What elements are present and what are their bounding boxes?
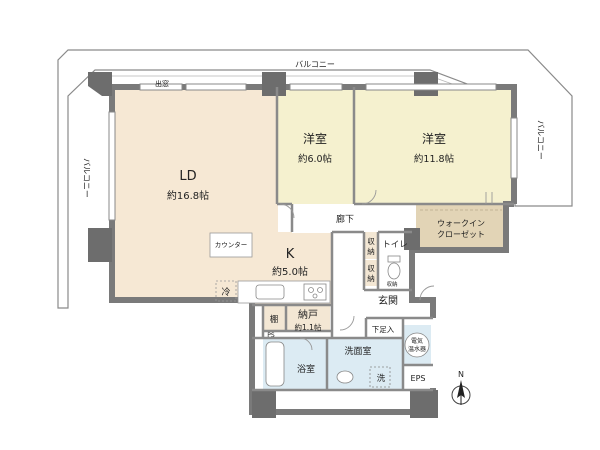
ld-room-name: LD xyxy=(179,169,196,184)
toilet-storage-label: 収納 xyxy=(386,280,398,288)
balcony-outline xyxy=(57,49,573,309)
balcony-top-label: バルコニー xyxy=(295,60,335,69)
toilet-icon xyxy=(387,255,401,280)
western-room-1-fill xyxy=(277,87,354,204)
sink-icon xyxy=(255,284,285,300)
toilet-label: トイレ xyxy=(382,240,408,250)
pantry-size: 約1.1帖 xyxy=(295,322,322,332)
counter-label: カウンター xyxy=(215,240,248,249)
walkin-closet-label-2: クローゼット xyxy=(437,229,485,239)
western-room-2-name: 洋室 xyxy=(422,131,446,146)
door-swings xyxy=(279,189,493,351)
western-room-2-fill xyxy=(354,87,514,204)
storage-a-label-2: 納 xyxy=(367,246,375,256)
water-heater-icon xyxy=(404,332,430,358)
storage-b-fill xyxy=(364,260,378,286)
western-room-1-name: 洋室 xyxy=(303,131,327,146)
water-heater-label-2: 温水器 xyxy=(408,345,426,353)
walkin-closet-label-1: ウォークイン xyxy=(437,219,485,228)
washer-space xyxy=(369,366,391,388)
hallway-label: 廊下 xyxy=(336,213,354,225)
shelf-label: 棚 xyxy=(270,314,279,325)
k-room-name: K xyxy=(286,247,295,262)
storage-b-label-1: 収 xyxy=(367,264,375,273)
washroom-fill xyxy=(327,338,403,390)
washroom-label: 洗面室 xyxy=(344,345,371,357)
ps-label: PS xyxy=(267,332,275,339)
shelf-fill xyxy=(263,306,286,331)
windows xyxy=(108,83,518,221)
pantry-fill xyxy=(286,306,330,331)
north-arrow: N xyxy=(451,370,471,405)
storage-a-fill xyxy=(364,232,378,259)
walkin-closet-fill xyxy=(416,205,506,250)
bathroom-label: 浴室 xyxy=(297,363,315,375)
bay-window-label: 出窓 xyxy=(155,79,169,88)
shoe-box-label: 下足入 xyxy=(372,325,395,334)
pantry-name: 納戸 xyxy=(298,308,318,321)
interior-walls xyxy=(252,87,514,392)
fridge-space xyxy=(215,280,237,302)
counter-block xyxy=(209,232,253,258)
north-arrow-label: N xyxy=(458,370,464,379)
entrance-label: 玄関 xyxy=(378,294,398,307)
bathtub-icon xyxy=(265,341,285,387)
stove-icon xyxy=(303,283,327,301)
eps-label: EPS xyxy=(411,374,426,383)
storage-b-label-2: 納 xyxy=(367,273,375,283)
western-room-1-size: 約6.0帖 xyxy=(298,153,333,165)
balcony-left-label: バルコニー xyxy=(82,158,91,198)
wash-basin-icon xyxy=(336,370,354,384)
fridge-label: 冷 xyxy=(221,286,230,298)
k-room-size: 約5.0帖 xyxy=(272,265,308,278)
hallway-fill xyxy=(292,205,416,233)
water-heater-label-1: 電気 xyxy=(411,337,423,345)
storage-a-label-1: 収 xyxy=(367,237,375,246)
balcony-right-label: バルコニー xyxy=(536,120,545,160)
western-room-2-size: 約11.8帖 xyxy=(414,153,455,165)
washer-label: 洗 xyxy=(377,373,386,384)
ld-room-size: 約16.8帖 xyxy=(167,189,209,202)
